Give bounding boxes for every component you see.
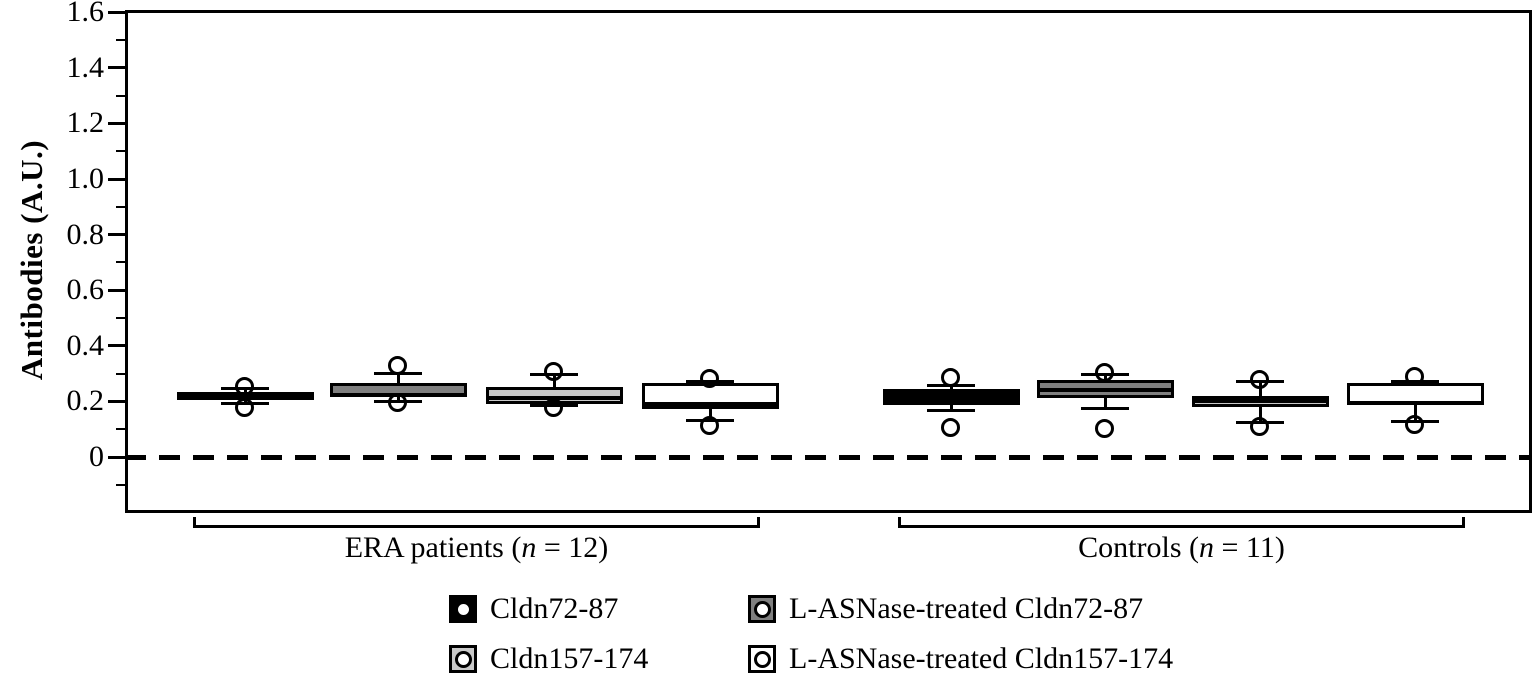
y-axis-minor-tick <box>116 150 125 153</box>
group-bracket-era <box>193 517 760 528</box>
outlier-circle-icon <box>544 361 563 381</box>
group-label-controls-n: n <box>1199 531 1215 564</box>
whisker-cap <box>927 409 975 413</box>
outlier-circle-icon <box>1095 419 1114 439</box>
zero-baseline-dashed-line <box>125 455 1532 460</box>
legend-label: L-ASNase-treated Cldn157-174 <box>789 642 1174 675</box>
median-line <box>1349 400 1481 405</box>
outlier-circle-icon <box>1095 363 1114 383</box>
legend-swatch-lightgray-icon <box>449 645 477 673</box>
y-axis-major-tick <box>108 121 125 125</box>
group-label-era-prefix: ERA patients ( <box>344 531 522 564</box>
y-axis-major-tick <box>108 399 125 403</box>
plot-area-frame <box>125 10 1532 513</box>
y-axis-major-tick <box>108 455 125 459</box>
y-axis-minor-tick <box>116 317 125 319</box>
outlier-circle-icon <box>388 393 407 413</box>
group-label-controls-suffix: = 11) <box>1214 531 1285 564</box>
y-axis-minor-tick <box>116 39 125 41</box>
whisker-cap <box>1081 407 1129 411</box>
y-axis-minor-tick <box>116 372 125 375</box>
outlier-circle-icon <box>1405 366 1424 386</box>
y-axis-major-tick <box>108 344 125 348</box>
group-label-era-n: n <box>521 531 537 564</box>
y-axis-minor-tick <box>116 94 125 97</box>
median-line <box>644 402 776 407</box>
legend-circle-icon <box>454 600 472 618</box>
legend-item-lasnase-cldn157-174: L-ASNase-treated Cldn157-174 <box>748 642 1173 676</box>
y-axis-major-tick <box>108 10 125 14</box>
outlier-circle-icon <box>941 417 960 437</box>
legend-circle-icon <box>753 600 771 618</box>
outlier-circle-icon <box>235 398 254 418</box>
group-label-controls-prefix: Controls ( <box>1078 531 1200 564</box>
legend-swatch-black-icon <box>449 595 477 623</box>
y-axis-major-tick <box>108 288 125 292</box>
legend-swatch-white-icon <box>748 645 776 673</box>
legend-circle-icon <box>454 650 472 668</box>
legend-item-lasnase-cldn72-87: L-ASNase-treated Cldn72-87 <box>748 592 1143 626</box>
legend-label: Cldn72-87 <box>490 592 619 625</box>
legend-item-cldn72-87: Cldn72-87 <box>449 592 618 626</box>
group-label-controls: Controls (n = 11) <box>898 531 1465 565</box>
group-bracket-controls <box>898 517 1465 528</box>
median-line <box>1194 399 1326 404</box>
y-axis-tick-label: 0.2 <box>66 384 105 418</box>
outlier-circle-icon <box>1405 415 1424 435</box>
outlier-circle-icon <box>941 368 960 388</box>
y-axis-tick-label: 0.6 <box>66 273 105 307</box>
y-axis-major-tick <box>108 66 125 70</box>
outlier-circle-icon <box>700 415 719 435</box>
outlier-circle-icon <box>1250 369 1269 389</box>
legend-item-cldn157-174: Cldn157-174 <box>449 642 648 676</box>
median-line <box>885 393 1017 398</box>
legend-circle-icon <box>753 650 771 668</box>
group-label-era: ERA patients (n = 12) <box>193 531 760 565</box>
y-axis-tick-label: 0.4 <box>66 328 105 362</box>
y-axis-minor-tick <box>116 205 125 208</box>
y-axis-tick-label: 1.4 <box>66 50 105 84</box>
y-axis-minor-tick <box>116 261 125 264</box>
median-line <box>1039 388 1171 393</box>
y-axis-minor-tick <box>116 483 125 486</box>
y-axis-major-tick <box>108 177 125 181</box>
legend-swatch-darkgray-icon <box>748 595 776 623</box>
y-axis-major-tick <box>108 233 125 237</box>
outlier-circle-icon <box>700 369 719 389</box>
legend-label: Cldn157-174 <box>490 642 649 675</box>
outlier-circle-icon <box>1250 416 1269 436</box>
y-axis-tick-label: 1.0 <box>66 162 105 195</box>
group-label-era-suffix: = 12) <box>536 531 609 564</box>
y-axis-tick-label: 1.2 <box>66 106 105 140</box>
y-axis-tick-label: 1.6 <box>66 0 105 29</box>
y-axis-tick-label: 0.8 <box>66 217 105 251</box>
outlier-circle-icon <box>235 376 254 396</box>
outlier-circle-icon <box>388 356 407 376</box>
legend-label: L-ASNase-treated Cldn72-87 <box>789 592 1144 625</box>
y-axis-tick-label: 0 <box>89 440 104 473</box>
outlier-circle-icon <box>544 398 563 418</box>
y-axis-minor-tick <box>116 428 125 431</box>
